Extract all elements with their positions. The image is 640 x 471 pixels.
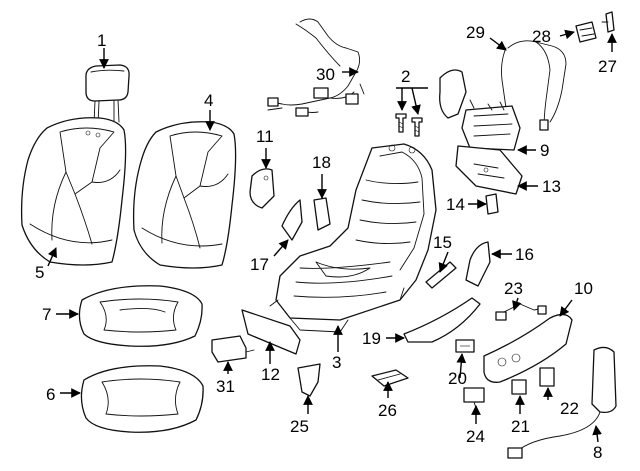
callout-23: 23 — [504, 279, 523, 298]
leader-lines — [47, 29, 617, 443]
callout-25: 25 — [290, 417, 309, 436]
module-31-part — [211, 335, 255, 363]
bracket-27-part — [601, 11, 615, 33]
callout-1: 1 — [97, 31, 106, 50]
callout-22: 22 — [560, 399, 579, 418]
seatback-cover-part — [20, 117, 127, 266]
callout-10: 10 — [574, 279, 593, 298]
callout-13: 13 — [542, 177, 561, 196]
connector-24-part — [463, 387, 485, 409]
callout-30: 30 — [316, 65, 335, 84]
callout-18: 18 — [312, 153, 331, 172]
callout-26: 26 — [378, 401, 397, 420]
callout-2: 2 — [401, 67, 410, 86]
callout-9: 9 — [540, 141, 549, 160]
cushion-cover-part — [78, 285, 203, 347]
callout-4: 4 — [204, 91, 213, 110]
callout-15: 15 — [433, 233, 452, 252]
callout-20: 20 — [448, 369, 467, 388]
callout-7: 7 — [42, 305, 51, 324]
bracket-17-part — [281, 199, 303, 241]
callout-16: 16 — [515, 245, 534, 264]
clip-18-part — [313, 197, 331, 231]
trim-16-part — [465, 241, 491, 287]
cable-part — [501, 40, 567, 131]
callout-17: 17 — [250, 255, 269, 274]
recliner-part — [439, 69, 521, 151]
callout-8: 8 — [593, 443, 602, 462]
front-panel-part — [241, 309, 301, 355]
headrest-part — [85, 64, 130, 126]
callout-5: 5 — [35, 263, 44, 282]
bracket-14-part — [485, 193, 499, 215]
seatback-cover-2-part — [132, 121, 237, 269]
callout-27: 27 — [598, 57, 617, 76]
callout-3: 3 — [332, 353, 341, 372]
airbag-part — [507, 346, 617, 459]
side-trim-11-part — [249, 168, 275, 209]
callout-12: 12 — [261, 365, 280, 384]
switch-20-part — [455, 339, 475, 353]
side-cover-part — [483, 313, 573, 383]
small-harness-part — [495, 303, 547, 321]
callout-31: 31 — [216, 377, 235, 396]
clip-28-part — [575, 21, 597, 43]
knob-21-part — [511, 379, 527, 395]
callout-14: 14 — [446, 195, 465, 214]
callout-labels: 1 2 3 4 5 6 7 8 9 10 11 12 13 14 15 16 1… — [35, 23, 617, 462]
callout-6: 6 — [46, 385, 55, 404]
bracket-26-part — [371, 369, 409, 387]
seat-frame-part — [269, 143, 437, 333]
wire-harness-part — [267, 18, 365, 117]
trim-15-part — [425, 261, 457, 289]
callout-29: 29 — [466, 23, 485, 42]
callout-21: 21 — [511, 417, 530, 436]
cushion-pad-part — [80, 365, 204, 433]
bolts-part — [395, 113, 423, 137]
callout-19: 19 — [362, 329, 381, 348]
callout-11: 11 — [256, 127, 274, 146]
knob-22-part — [539, 367, 555, 387]
callout-28: 28 — [532, 27, 551, 46]
callout-24: 24 — [466, 427, 485, 446]
cap-25-part — [297, 363, 321, 397]
side-shield-part — [403, 297, 481, 343]
bracket-13-part — [455, 145, 523, 195]
